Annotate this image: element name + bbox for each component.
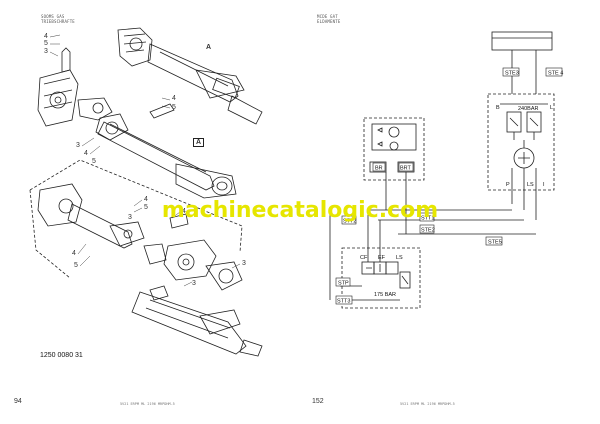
callout-5a: 5 <box>44 40 48 47</box>
callout-3h: 3 <box>192 280 196 287</box>
detail-label-box-a: A <box>193 138 205 147</box>
label-ste3: STE3 <box>505 71 519 77</box>
label-stt1: STT1 <box>421 216 434 222</box>
right-header-line2: ELDAMENTE <box>317 19 341 24</box>
label-stt3: STT3 <box>337 299 350 305</box>
left-header-line2: TRIEBSCHRAFTE <box>41 19 75 24</box>
label-240bar: 240BAR <box>518 106 539 112</box>
label-ste5: STE5 <box>488 240 502 246</box>
right-page-number: 152 <box>312 398 324 405</box>
label-ste2: STE2 <box>421 228 435 234</box>
label-ls: LS <box>527 182 534 188</box>
label-stp: STP <box>338 281 349 287</box>
left-footer: 5V21 ERPM ML 2196 MRPDHM-5 <box>120 402 175 406</box>
left-header-line1: SOOMS GAS <box>41 14 65 19</box>
detail-label-a: A <box>206 44 212 51</box>
label-ste4: STE 4 <box>548 71 563 77</box>
callout-5b: 5 <box>172 104 176 111</box>
callout-3a: 3 <box>44 48 48 55</box>
drawing-number: 1250 0080 31 <box>40 352 83 359</box>
callout-3c: 5 <box>92 158 96 165</box>
label-175bar: 175 BAR <box>374 292 396 298</box>
label-b: B <box>496 105 500 111</box>
callout-3g: 3 <box>242 260 246 267</box>
callout-3d: 3 <box>128 214 132 221</box>
label-ls-valve: LS <box>396 255 403 261</box>
label-p: P <box>506 182 510 188</box>
label-cf: CF <box>360 255 368 261</box>
callout-4f: 4 <box>72 250 76 257</box>
callout-4c: 3 <box>76 142 80 149</box>
label-ef: EF <box>378 255 386 261</box>
callout-5c: 4 <box>84 150 88 157</box>
watermark: machinecatalogic.com <box>161 198 439 223</box>
callout-4b: 4 <box>172 95 176 102</box>
label-brt: BRT <box>400 166 412 172</box>
label-i: I <box>543 182 545 188</box>
callout-4e: 4 <box>182 208 186 215</box>
label-l: L <box>550 105 553 111</box>
right-footer: 5V21 ERPM ML 2196 MRPDHM-5 <box>400 402 455 406</box>
callout-4a: 4 <box>44 33 48 40</box>
left-page-number: 94 <box>14 398 22 405</box>
callout-5f: 5 <box>74 262 78 269</box>
callout-4d: 4 <box>144 196 148 203</box>
callout-5d: 5 <box>144 204 148 211</box>
right-header-line1: MCDE GAT <box>317 14 338 19</box>
label-stt2: STT2 <box>343 219 356 225</box>
label-br: BR <box>375 166 383 172</box>
